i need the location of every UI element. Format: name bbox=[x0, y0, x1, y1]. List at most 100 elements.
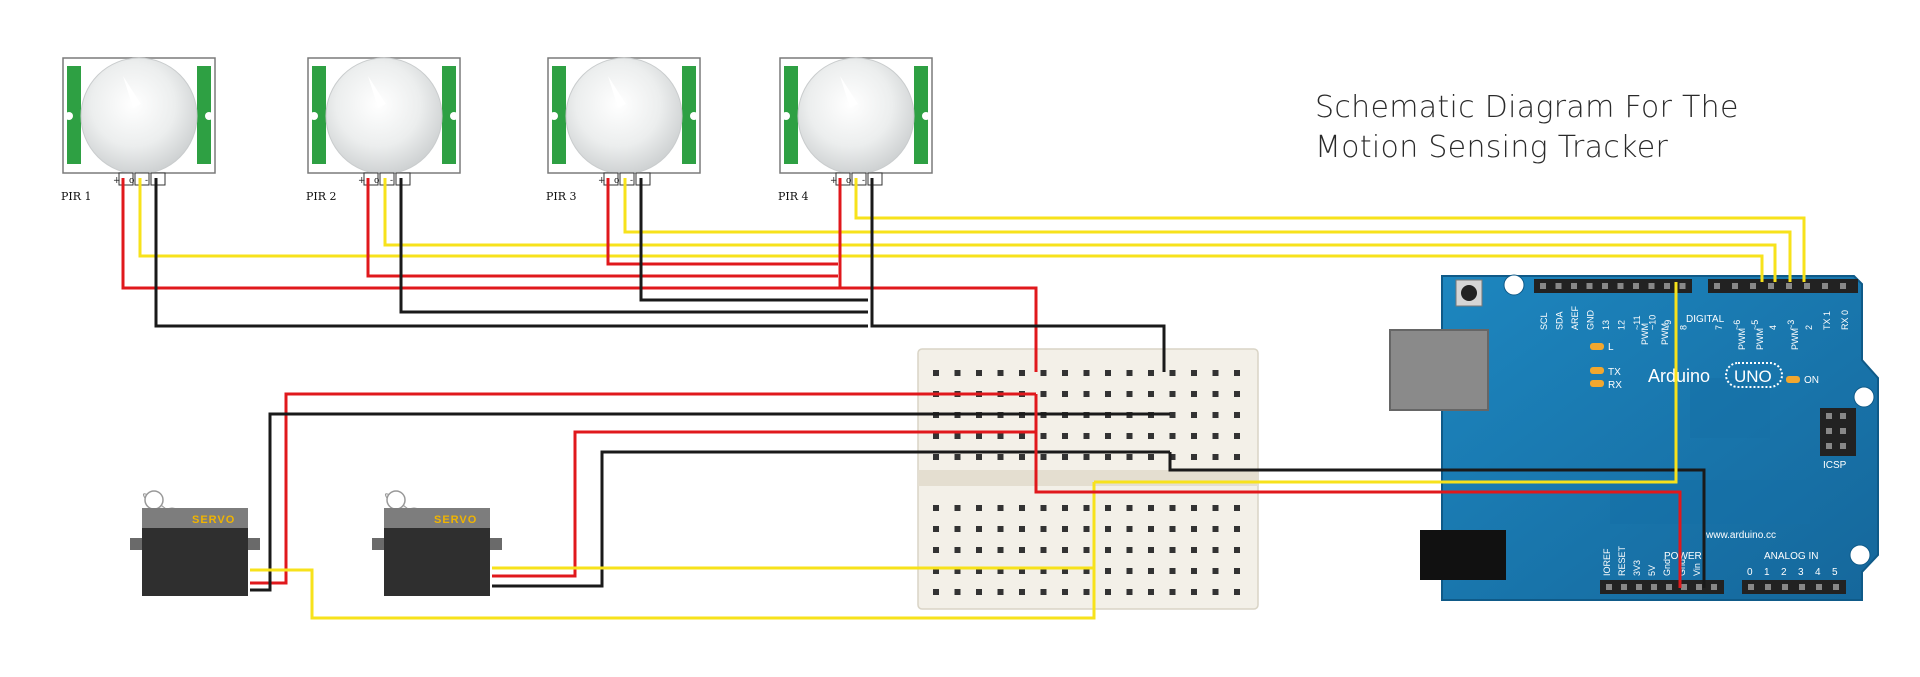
breadboard-hole bbox=[1212, 505, 1219, 511]
breadboard-hole bbox=[1083, 391, 1090, 397]
breadboard-hole bbox=[1191, 412, 1197, 418]
arduino-servo-signal-wire bbox=[1094, 282, 1678, 484]
pir-pin-label: + bbox=[358, 176, 366, 186]
pir3-signal-wire bbox=[623, 178, 1792, 282]
breadboard-hole bbox=[1148, 589, 1154, 595]
pir-pin bbox=[395, 172, 411, 186]
breadboard-hole bbox=[1040, 526, 1047, 532]
servo-2: SERVO bbox=[372, 490, 502, 596]
header-pin bbox=[1833, 584, 1839, 590]
header-pin bbox=[1606, 584, 1612, 590]
pin-label: SCL bbox=[1539, 312, 1549, 330]
breadboard-hole bbox=[1191, 526, 1197, 532]
breadboard-hole bbox=[1191, 505, 1197, 511]
breadboard-hole bbox=[1105, 505, 1111, 511]
pin-label: 12 bbox=[1617, 320, 1627, 330]
pin-label: AREF bbox=[1570, 305, 1580, 330]
pin-label: 4 bbox=[1768, 325, 1778, 330]
breadboard-hole bbox=[1169, 391, 1176, 397]
pin-label: ~3 bbox=[1786, 320, 1796, 330]
servo1-signal-wire bbox=[250, 482, 1096, 620]
breadboard-hole bbox=[1062, 526, 1068, 532]
breadboard-hole bbox=[954, 370, 961, 376]
breadboard-hole bbox=[1019, 589, 1025, 595]
pin-label: ~10 bbox=[1648, 315, 1658, 330]
breadboard bbox=[917, 348, 1259, 610]
breadboard-hole bbox=[1212, 568, 1219, 574]
reset-button bbox=[1461, 285, 1477, 301]
breadboard-hole bbox=[997, 568, 1004, 574]
breadboard-hole bbox=[1083, 433, 1090, 439]
breadboard-hole bbox=[1083, 568, 1090, 574]
breadboard-hole bbox=[1062, 505, 1068, 511]
pir-dome-highlight bbox=[840, 76, 858, 108]
breadboard-hole bbox=[1169, 547, 1176, 553]
servo-horn-hub bbox=[386, 490, 406, 510]
website-label: www.arduino.cc bbox=[1705, 530, 1776, 541]
servo1-ground-wire bbox=[250, 412, 1170, 592]
power-pin-label: Gnd bbox=[1677, 559, 1687, 576]
pir-side-strip bbox=[914, 66, 928, 164]
breadboard-hole bbox=[1234, 568, 1240, 574]
breadboard-hole bbox=[933, 433, 939, 439]
pir-sensor: +o-PIR 2 bbox=[306, 57, 461, 203]
pir-dome-highlight bbox=[123, 76, 141, 108]
servo-1: SERVO bbox=[130, 490, 260, 596]
breadboard-hole bbox=[1019, 433, 1025, 439]
breadboard-hole bbox=[933, 370, 939, 376]
breadboard-hole bbox=[1040, 454, 1047, 460]
breadboard-hole bbox=[933, 568, 939, 574]
power-pin-label: 3V3 bbox=[1632, 560, 1642, 576]
servo-label: SERVO bbox=[434, 514, 477, 526]
header-pin bbox=[1571, 283, 1577, 289]
header-pin bbox=[1822, 283, 1828, 289]
breadboard-hole bbox=[1169, 505, 1176, 511]
breadboard-hole bbox=[954, 526, 961, 532]
breadboard-hole bbox=[1040, 547, 1047, 553]
pwm-label: PWM bbox=[1640, 323, 1650, 345]
pir-dome-highlight bbox=[608, 76, 626, 108]
breadboard-hole bbox=[1234, 589, 1240, 595]
breadboard-hole bbox=[1126, 391, 1133, 397]
breadboard-hole bbox=[1234, 412, 1240, 418]
servo1-power-wire bbox=[250, 392, 1036, 585]
breadboard-hole bbox=[954, 505, 961, 511]
breadboard-hole bbox=[1148, 433, 1154, 439]
breadboard-hole bbox=[1169, 370, 1176, 376]
breadboard-hole bbox=[954, 589, 961, 595]
breadboard-hole bbox=[997, 547, 1004, 553]
breadboard-hole bbox=[1234, 547, 1240, 553]
pir1-signal-wire bbox=[138, 178, 1764, 282]
breadboard-hole bbox=[1234, 370, 1240, 376]
breadboard-hole bbox=[997, 433, 1004, 439]
breadboard-hole bbox=[976, 433, 982, 439]
header-pin bbox=[1786, 283, 1792, 289]
breadboard-hole bbox=[997, 454, 1004, 460]
breadboard-hole bbox=[1062, 547, 1068, 553]
servo2-power-wire bbox=[492, 430, 1036, 578]
breadboard-hole bbox=[1191, 568, 1197, 574]
breadboard-hole bbox=[1234, 526, 1240, 532]
pir-mount-hole bbox=[690, 112, 698, 120]
pir-dome-highlight bbox=[368, 76, 386, 108]
pir-pin bbox=[635, 172, 651, 186]
header-pin bbox=[1804, 283, 1810, 289]
pin-label: ~5 bbox=[1750, 320, 1760, 330]
breadboard-hole bbox=[933, 547, 939, 553]
pir-pin-label: o bbox=[846, 176, 851, 186]
breadboard-hole bbox=[954, 454, 961, 460]
icsp-pin bbox=[1840, 413, 1846, 419]
breadboard-hole bbox=[1148, 391, 1154, 397]
icsp-pin bbox=[1826, 428, 1832, 434]
breadboard-hole bbox=[933, 454, 939, 460]
pir-pin-label: + bbox=[830, 176, 838, 186]
breadboard-hole bbox=[1126, 547, 1133, 553]
pir-pin-label: - bbox=[145, 176, 148, 186]
breadboard-hole bbox=[997, 370, 1004, 376]
pir4-ground-wire bbox=[870, 178, 1166, 372]
breadboard-hole bbox=[1191, 547, 1197, 553]
breadboard-hole bbox=[1019, 547, 1025, 553]
pin-label: ~11 bbox=[1632, 315, 1642, 330]
breadboard-hole bbox=[1083, 454, 1090, 460]
pir-pin-label: - bbox=[630, 176, 633, 186]
